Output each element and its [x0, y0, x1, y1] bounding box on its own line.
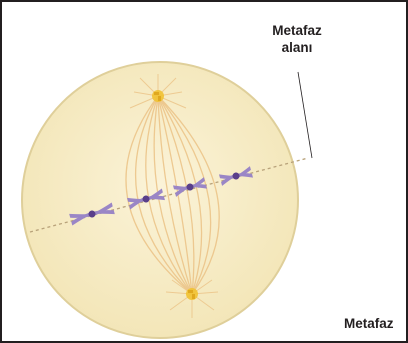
top-centrosome [152, 90, 164, 102]
stage-label: Metafaz [344, 315, 408, 332]
metaphase-plate-label: Metafaz alanı [252, 22, 342, 56]
label-leader-line [298, 72, 312, 158]
bottom-centrosome [186, 288, 198, 300]
metaphase-plate-label-line1: Metafaz [252, 22, 342, 39]
metaphase-plate-label-line2: alanı [252, 39, 342, 56]
